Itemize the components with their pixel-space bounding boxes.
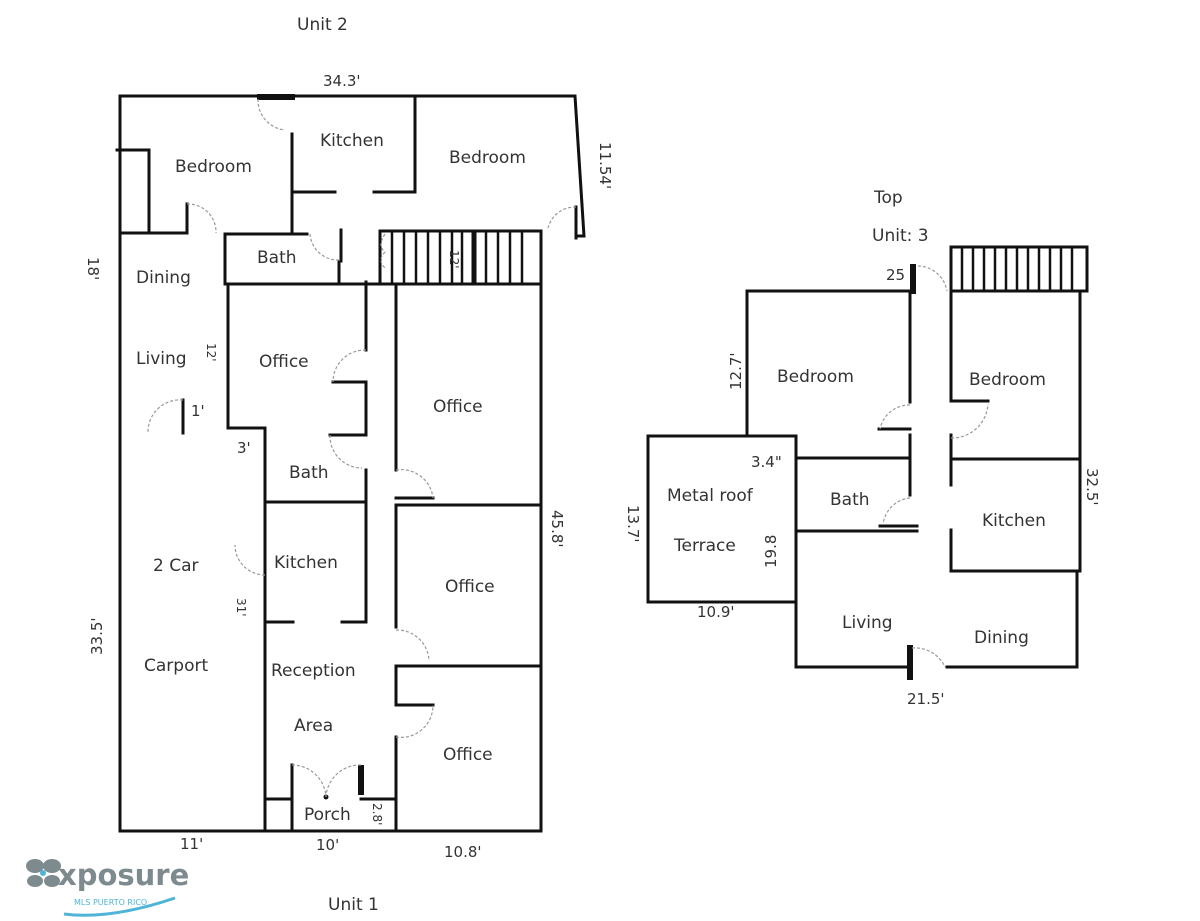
room-office: Office xyxy=(445,577,495,597)
room-labels: Bedroom Kitchen Bedroom Bath Dining Livi… xyxy=(136,131,1046,825)
dim-label: 11.54' xyxy=(596,142,614,189)
dim-label: 10.8' xyxy=(444,843,482,861)
dim-label: 18' xyxy=(84,257,102,280)
room-carport: 2 Car xyxy=(153,556,199,576)
logo-subtitle: MLS PUERTO RICO xyxy=(74,898,147,907)
room-bath: Bath xyxy=(257,248,297,268)
butterfly-icon xyxy=(26,859,61,887)
room-office: Office xyxy=(443,745,493,765)
room-terrace: Terrace xyxy=(673,536,736,556)
xposure-logo: xposure MLS PUERTO RICO xyxy=(26,858,189,917)
dim-label: 11' xyxy=(180,835,203,853)
top-title: Top xyxy=(873,188,903,208)
room-living: Living xyxy=(136,349,187,369)
room-kitchen: Kitchen xyxy=(982,511,1046,531)
dim-label: 31' xyxy=(234,598,248,617)
room-terrace: Metal roof xyxy=(667,486,754,506)
unit-1-2-doors xyxy=(147,98,577,798)
room-carport: Carport xyxy=(144,656,208,676)
room-reception: Area xyxy=(294,716,333,736)
dim-label: 12' xyxy=(447,250,461,269)
room-kitchen: Kitchen xyxy=(274,553,338,573)
room-bedroom: Bedroom xyxy=(449,148,526,168)
room-porch: Porch xyxy=(304,805,351,825)
dim-label: 10' xyxy=(316,836,339,854)
dim-label: 1' xyxy=(191,402,205,420)
dimension-labels: 34.3' 11.54' 18' 12' 1' 3' 33.5' 31' 45.… xyxy=(84,72,1101,861)
dim-label: 3' xyxy=(237,439,251,457)
room-bath: Bath xyxy=(289,463,329,483)
room-bath: Bath xyxy=(830,490,870,510)
unit-1-2-walls xyxy=(115,94,586,833)
room-bedroom: Bedroom xyxy=(969,370,1046,390)
unit-3-title: Unit: 3 xyxy=(872,226,929,246)
room-living: Living xyxy=(842,613,893,633)
logo-text: xposure xyxy=(58,858,189,892)
dim-label: 21.5' xyxy=(907,690,945,708)
dim-label: 32.5' xyxy=(1083,468,1101,506)
unit-3-walls xyxy=(646,245,1089,680)
room-bedroom: Bedroom xyxy=(175,157,252,177)
room-dining: Dining xyxy=(136,268,191,288)
unit-3-doors xyxy=(879,265,989,668)
dim-label: 45.8' xyxy=(548,510,566,548)
wave-icon xyxy=(63,896,176,917)
room-office: Office xyxy=(433,397,483,417)
unit-1-title: Unit 1 xyxy=(328,895,379,915)
dim-label: 33.5' xyxy=(88,617,106,655)
dim-label: 25 xyxy=(886,266,905,284)
dim-label: 34.3' xyxy=(323,72,361,90)
dim-label: 12.7' xyxy=(727,352,745,390)
dim-label: 3.4" xyxy=(751,453,782,471)
dim-label: 10.9' xyxy=(697,603,735,621)
room-dining: Dining xyxy=(974,628,1029,648)
dim-label: 19.8 xyxy=(762,535,780,568)
dim-label: 12' xyxy=(204,343,218,362)
room-bedroom: Bedroom xyxy=(777,367,854,387)
unit-labels: Unit 2 Unit 1 Top Unit: 3 xyxy=(297,15,929,915)
room-office: Office xyxy=(259,352,309,372)
dim-label: 13.7' xyxy=(624,505,642,543)
room-reception: Reception xyxy=(271,661,356,681)
unit-2-title: Unit 2 xyxy=(297,15,348,35)
dim-label: 2.8' xyxy=(370,803,384,825)
room-kitchen: Kitchen xyxy=(320,131,384,151)
